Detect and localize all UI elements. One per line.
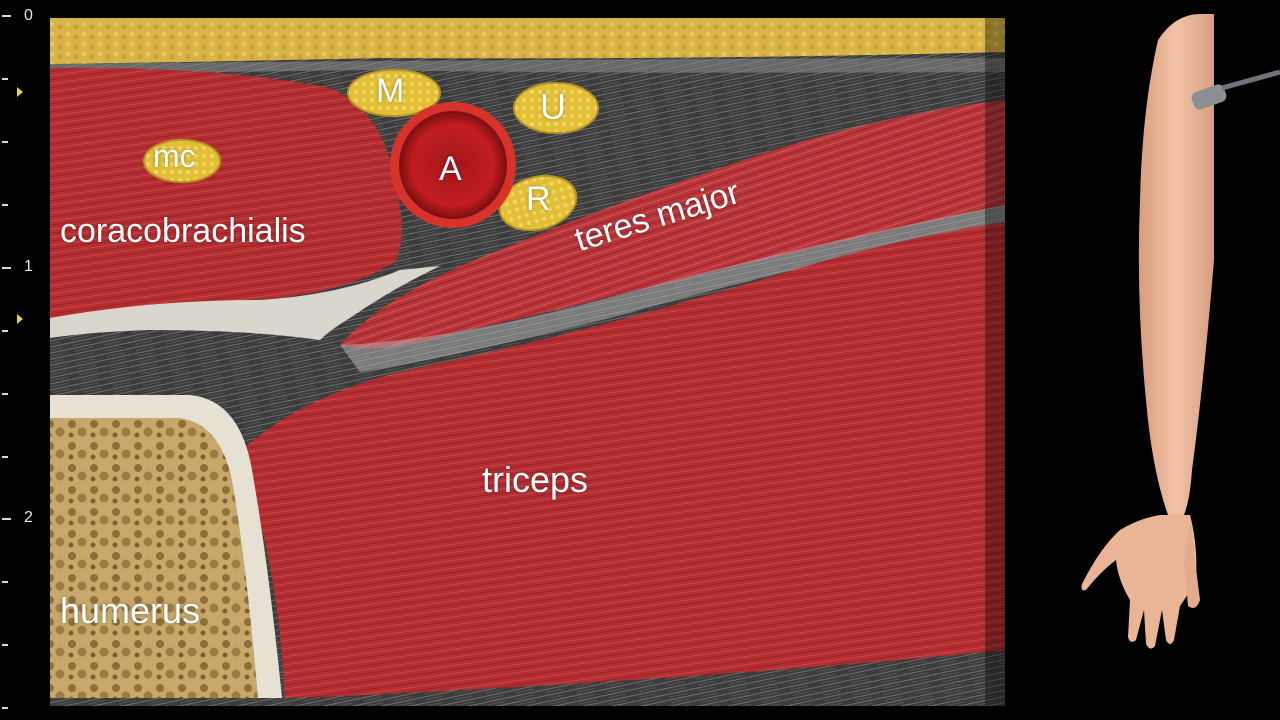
coracobrachialis-muscle [50,67,402,318]
median-nerve [347,69,441,117]
triceps-label: triceps [482,459,589,500]
depth-label-1: 1 [24,258,33,275]
intermuscular-fascia [340,205,1005,372]
edge-shadow [985,18,1025,706]
musculocutaneous-nerve-label: mc [153,138,196,174]
musculocutaneous-nerve [143,139,221,183]
ulnar-nerve [513,82,599,134]
tendon-band [50,266,440,340]
radial-nerve-label: R [526,180,551,218]
depth-tick [2,393,8,395]
depth-tick [2,707,8,709]
humerus-label: humerus [60,590,201,631]
focus-marker [17,314,23,324]
focus-marker [17,87,23,97]
depth-tick [2,78,8,80]
depth-tick [2,456,8,458]
depth-tick [2,15,11,17]
depth-tick [2,644,8,646]
depth-tick [2,141,8,143]
humerus-bone [50,418,258,698]
radial-nerve [498,174,578,232]
depth-tick [2,204,8,206]
depth-tick [2,330,8,332]
depth-tick [2,267,11,269]
arm-with-ultrasound-probe-icon [1081,14,1280,649]
depth-tick [2,518,11,520]
triceps-muscle [232,222,1005,698]
brachial-artery [399,111,507,219]
depth-label-2: 2 [24,509,33,526]
artery-label: A [439,150,462,188]
superficial-fascia [50,58,1005,76]
depth-tick [2,581,8,583]
fat-layer [50,18,1005,64]
depth-label-0: 0 [24,7,33,24]
teres-major-muscle [340,100,1005,349]
ulnar-nerve-label: U [540,86,566,127]
coracobrachialis-label: coracobrachialis [60,212,306,250]
median-nerve-label: M [376,72,405,110]
